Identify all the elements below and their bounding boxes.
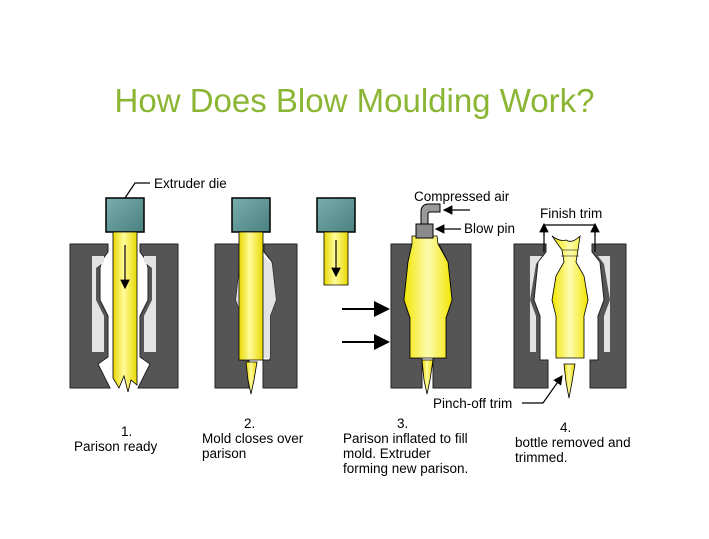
step-description: Mold closes over parison [202,431,304,461]
step-3-figure [390,203,472,395]
finished-bottle [551,234,589,359]
step-3-extruder [316,197,356,286]
step-description: Parison inflated to fill mold. Extruder … [343,431,469,476]
slide-title: How Does Blow Moulding Work? [114,82,595,119]
step-1-figure [69,182,179,393]
step-description: Parison ready [74,439,158,454]
step-number: 3. [397,416,409,431]
extruder-die [316,197,356,233]
step-1-caption: 1. Parison ready [74,424,157,454]
extruder-die [105,197,145,233]
step-2-figure [214,197,298,395]
blow-pin-label: Blow pin [464,221,515,236]
extruder-die [231,197,271,233]
step-4-caption: 4. bottle removed and trimmed. [515,420,631,465]
pinch-off-tail [421,359,434,395]
step-number: 2. [244,416,256,431]
inflated-parison [403,235,453,359]
step-2-caption: 2. Mold closes over parison [202,416,303,461]
pinch-off-trim-label: Pinch-off trim [433,396,512,411]
step-number: 4. [560,420,572,435]
pinch-off-tail [245,361,258,395]
compressed-air-label: Compressed air [414,189,510,204]
step-number: 1. [121,424,133,439]
parison [112,231,138,393]
compressed-air-pipe [420,203,441,225]
parison [238,231,264,361]
extruder-die-label: Extruder die [154,176,227,191]
finish-trim-label: Finish trim [540,206,602,221]
step-3-caption: 3. Parison inflated to fill mold. Extrud… [343,416,468,476]
pinch-off-trim-piece [563,363,576,399]
step-4-figure [513,222,627,404]
step-description: bottle removed and trimmed. [515,435,631,465]
mold-right-half [262,243,298,389]
blow-pin [415,223,434,239]
